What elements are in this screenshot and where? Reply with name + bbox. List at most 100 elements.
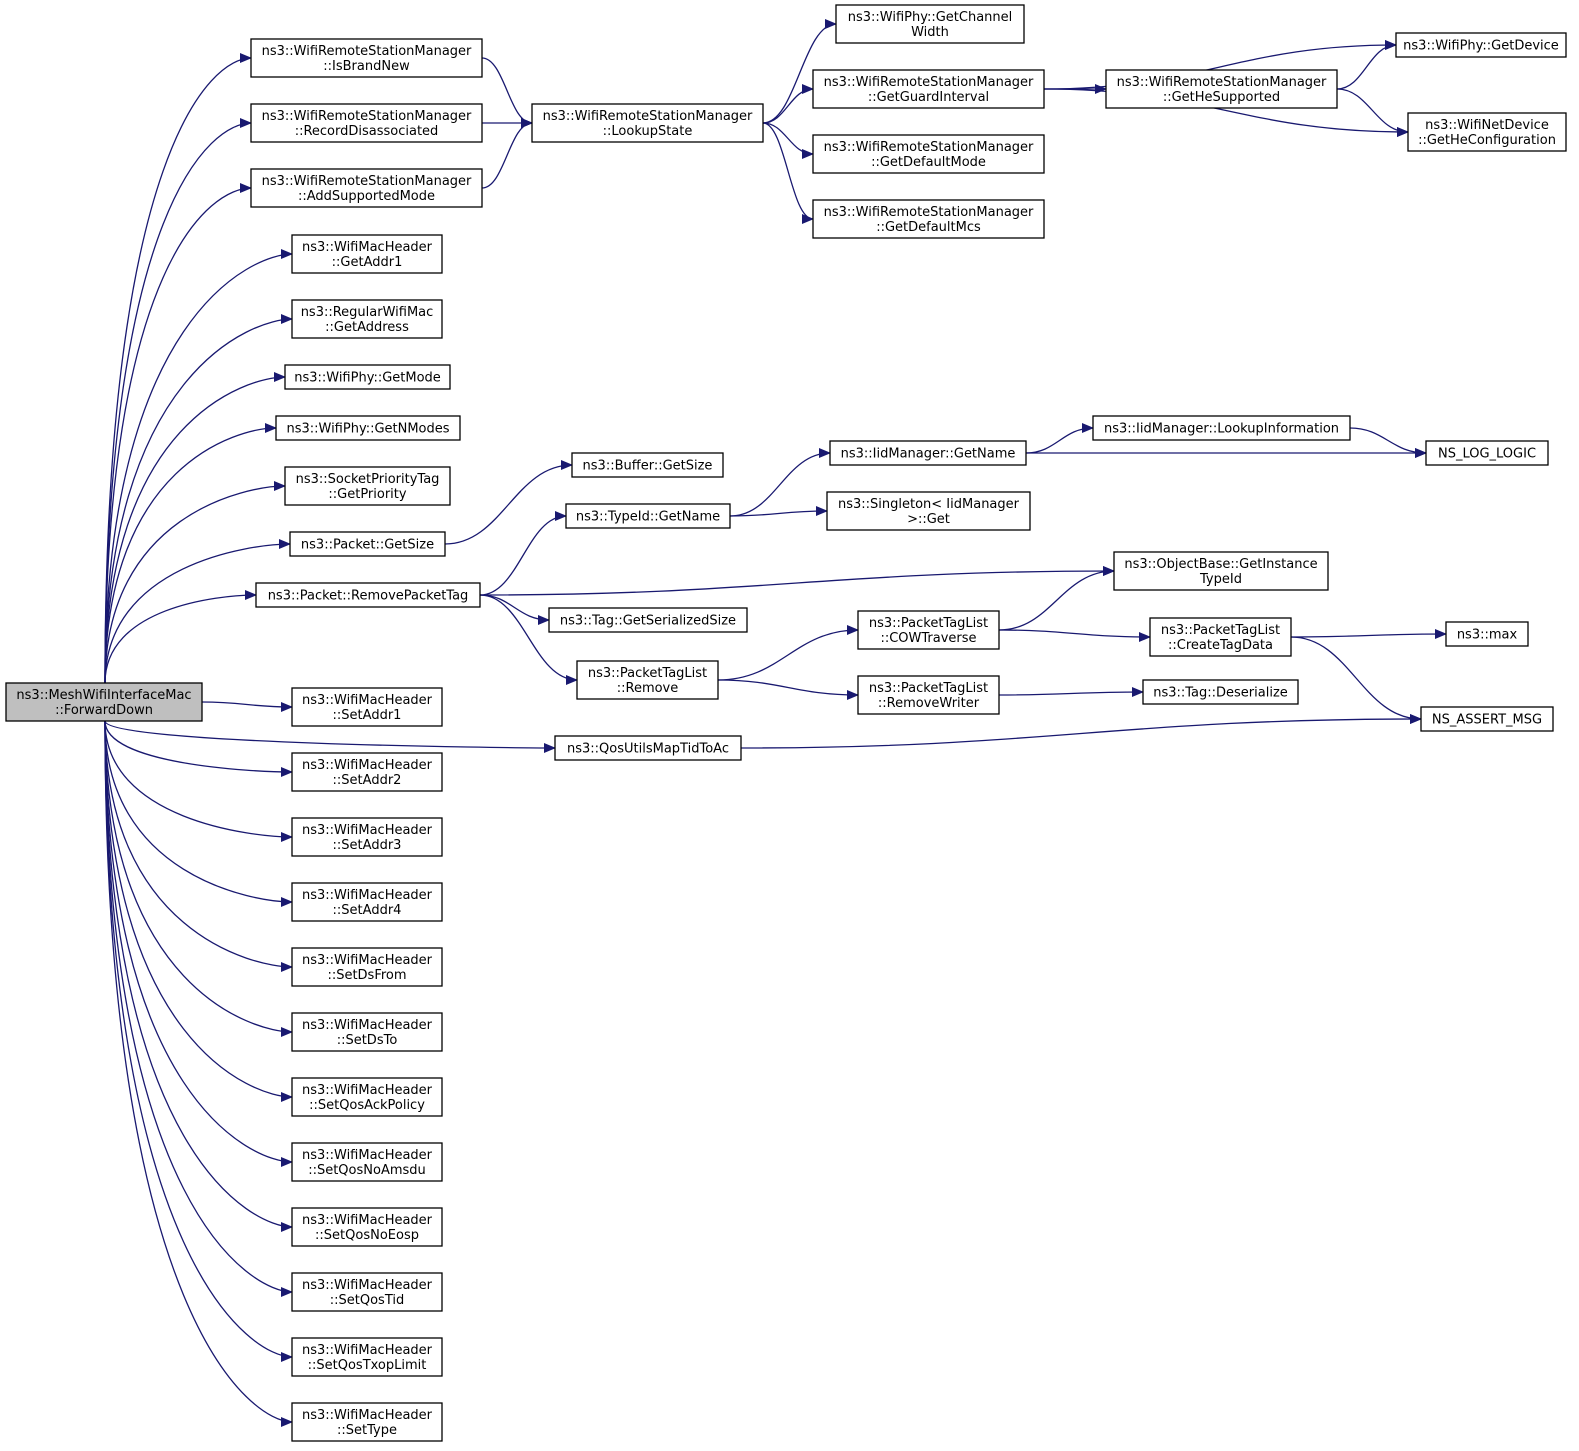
node-setdsfrom[interactable]: ns3::WifiMacHeader::SetDsFrom	[291, 947, 443, 987]
node-box	[1092, 415, 1351, 441]
node-box	[565, 503, 731, 529]
node-setqostid[interactable]: ns3::WifiMacHeader::SetQosTid	[291, 1272, 443, 1312]
node-getdevice[interactable]: ns3::WifiPhy::GetDevice	[1395, 32, 1567, 58]
node-tidgetname[interactable]: ns3::TypeId::GetName	[565, 503, 731, 529]
node-label: ::RecordDisassociated	[295, 124, 439, 139]
node-setdsto[interactable]: ns3::WifiMacHeader::SetDsTo	[291, 1012, 443, 1052]
node-label: ns3::IidManager::GetName	[841, 447, 1016, 462]
node-getmode[interactable]: ns3::WifiPhy::GetMode	[284, 364, 451, 390]
node-defmode[interactable]: ns3::WifiRemoteStationManager::GetDefaul…	[812, 134, 1045, 174]
node-label: ::SetAddr1	[333, 708, 402, 723]
edge-qosmap-to-assert	[740, 714, 1422, 749]
edge-lookupstate-to-guardint	[762, 84, 814, 124]
node-isbrand[interactable]: ns3::WifiRemoteStationManager::IsBrandNe…	[250, 38, 483, 78]
node-label: ::GetGuardInterval	[868, 90, 989, 105]
node-setaddr4[interactable]: ns3::WifiMacHeader::SetAddr4	[291, 882, 443, 922]
edge-fwd-to-pktsize	[104, 539, 291, 684]
node-pktsize[interactable]: ns3::Packet::GetSize	[289, 531, 446, 557]
node-tagsersize[interactable]: ns3::Tag::GetSerializedSize	[548, 607, 748, 633]
node-settype[interactable]: ns3::WifiMacHeader::SetType	[291, 1402, 443, 1442]
node-bufsize[interactable]: ns3::Buffer::GetSize	[571, 452, 724, 478]
node-box	[291, 882, 443, 922]
node-rmpkttag[interactable]: ns3::Packet::RemovePacketTag	[255, 582, 481, 608]
node-createtag[interactable]: ns3::PacketTagList::CreateTagData	[1149, 617, 1292, 657]
edge-addsup-to-lookupstate	[481, 118, 533, 189]
node-getaddr1[interactable]: ns3::WifiMacHeader::GetAddr1	[291, 234, 443, 274]
edge-fwd-to-setqosnoamsdu	[104, 720, 293, 1167]
node-label: ns3::WifiMacHeader	[302, 1018, 433, 1033]
node-addsup[interactable]: ns3::WifiRemoteStationManager::AddSuppor…	[250, 168, 483, 208]
node-loglogic[interactable]: NS_LOG_LOGIC	[1425, 440, 1549, 466]
edge-ptlremove-to-cowtrav	[717, 625, 859, 681]
node-recdis[interactable]: ns3::WifiRemoteStationManager::RecordDis…	[250, 103, 483, 143]
node-fwd[interactable]: ns3::MeshWifiInterfaceMac::ForwardDown	[5, 682, 203, 722]
node-box	[5, 682, 203, 722]
edge-tidgetname-to-iidgetname	[729, 448, 831, 517]
node-setqosnoeosp[interactable]: ns3::WifiMacHeader::SetQosNoEosp	[291, 1207, 443, 1247]
node-label: ns3::PacketTagList	[869, 681, 988, 696]
node-getnmodes[interactable]: ns3::WifiPhy::GetNModes	[275, 415, 461, 441]
node-label: ::COWTraverse	[880, 631, 976, 646]
node-box	[289, 531, 446, 557]
node-singleton[interactable]: ns3::Singleton< IidManager>::Get	[826, 491, 1031, 531]
node-label: ::GetAddress	[325, 320, 409, 335]
node-setaddr1[interactable]: ns3::WifiMacHeader::SetAddr1	[291, 687, 443, 727]
edge-lookupstate-to-defmcs	[762, 122, 814, 224]
node-rmwriter[interactable]: ns3::PacketTagList::RemoveWriter	[857, 675, 1000, 715]
node-guardint[interactable]: ns3::WifiRemoteStationManager::GetGuardI…	[812, 69, 1045, 109]
node-box	[812, 134, 1045, 174]
node-box	[1407, 112, 1567, 152]
edge-fwd-to-rmpkttag	[104, 590, 257, 684]
node-label: ns3::WifiMacHeader	[302, 1148, 433, 1163]
node-getprio[interactable]: ns3::SocketPriorityTag::GetPriority	[284, 466, 451, 506]
node-label: TypeId	[1199, 572, 1242, 587]
node-lookupstate[interactable]: ns3::WifiRemoteStationManager::LookupSta…	[531, 103, 764, 143]
node-label: ::AddSupportedMode	[298, 189, 435, 204]
node-label: ns3::WifiMacHeader	[302, 888, 433, 903]
node-max[interactable]: ns3::max	[1445, 621, 1529, 647]
edge-rmwriter-to-deserialize	[998, 687, 1144, 698]
node-box	[1142, 679, 1299, 705]
node-box	[1105, 69, 1338, 109]
node-setqosack[interactable]: ns3::WifiMacHeader::SetQosAckPolicy	[291, 1077, 443, 1117]
node-label: ns3::PacketTagList	[588, 666, 707, 681]
node-label: ns3::WifiRemoteStationManager	[262, 109, 472, 124]
node-assert[interactable]: NS_ASSERT_MSG	[1420, 706, 1554, 732]
node-label: ::RemoveWriter	[878, 696, 980, 711]
node-label: ns3::WifiMacHeader	[302, 693, 433, 708]
edge-rmpkttag-to-instancetid	[479, 566, 1115, 596]
node-cowtrav[interactable]: ns3::PacketTagList::COWTraverse	[857, 610, 1000, 650]
edge-fwd-to-addsup	[104, 183, 252, 684]
edge-fwd-to-settype	[104, 720, 293, 1427]
node-label: ::SetQosNoAmsdu	[308, 1163, 426, 1178]
node-iidgetname[interactable]: ns3::IidManager::GetName	[829, 440, 1027, 466]
edge-iidgetname-to-lookupinfo	[1025, 423, 1094, 454]
node-qosmap[interactable]: ns3::QosUtilsMapTidToAc	[554, 735, 742, 761]
node-getaddress[interactable]: ns3::RegularWifiMac::GetAddress	[291, 299, 443, 339]
edge-fwd-to-setqostxop	[104, 720, 293, 1362]
edge-fwd-to-getmode	[104, 372, 286, 684]
node-hesupported[interactable]: ns3::WifiRemoteStationManager::GetHeSupp…	[1105, 69, 1338, 109]
edge-hesupported-to-getdevice	[1336, 40, 1397, 90]
node-setqosnoamsdu[interactable]: ns3::WifiMacHeader::SetQosNoAmsdu	[291, 1142, 443, 1182]
node-label: ns3::WifiRemoteStationManager	[262, 44, 472, 59]
node-ptlremove[interactable]: ns3::PacketTagList::Remove	[576, 660, 719, 700]
node-heconfig[interactable]: ns3::WifiNetDevice::GetHeConfiguration	[1407, 112, 1567, 152]
node-label: ::SetQosAckPolicy	[309, 1098, 425, 1113]
node-label: ::GetHeSupported	[1163, 90, 1280, 105]
node-label: ns3::Tag::Deserialize	[1153, 686, 1288, 701]
node-defmcs[interactable]: ns3::WifiRemoteStationManager::GetDefaul…	[812, 199, 1045, 239]
node-setaddr2[interactable]: ns3::WifiMacHeader::SetAddr2	[291, 752, 443, 792]
node-label: Width	[911, 25, 949, 40]
node-label: ns3::SocketPriorityTag	[296, 472, 440, 487]
node-lookupinfo[interactable]: ns3::IidManager::LookupInformation	[1092, 415, 1351, 441]
node-label: ns3::WifiPhy::GetDevice	[1403, 39, 1559, 54]
node-deserialize[interactable]: ns3::Tag::Deserialize	[1142, 679, 1299, 705]
node-setqostxop[interactable]: ns3::WifiMacHeader::SetQosTxopLimit	[291, 1337, 443, 1377]
node-box	[291, 1337, 443, 1377]
node-setaddr3[interactable]: ns3::WifiMacHeader::SetAddr3	[291, 817, 443, 857]
node-label: ns3::WifiRemoteStationManager	[1117, 75, 1327, 90]
